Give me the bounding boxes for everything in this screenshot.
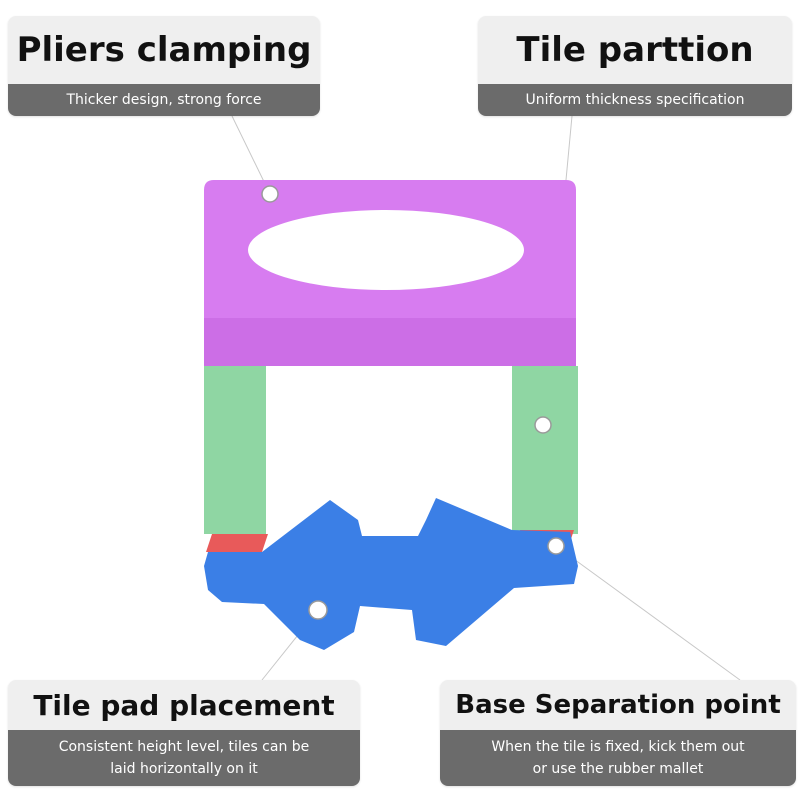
label-pad-desc: Consistent height level, tiles can be la…: [8, 730, 360, 786]
label-pad-desc-line-1: Consistent height level, tiles can be: [58, 739, 310, 755]
label-pliers-desc: Thicker design, strong force: [8, 84, 320, 116]
pliers-clamp-hole: [248, 210, 524, 290]
label-tile-pad-placement: Tile pad placement Consistent height lev…: [8, 680, 360, 786]
marker-pad: [308, 600, 328, 620]
marker-pliers: [261, 185, 279, 203]
partition-leg-left: [204, 366, 266, 534]
partition-leg-right: [512, 366, 578, 534]
label-partition-desc-line: Uniform thickness specification: [525, 92, 745, 108]
tile-spacer-base: [204, 498, 578, 650]
label-pad-title: Tile pad placement: [8, 680, 360, 730]
label-base-title: Base Separation point: [440, 680, 796, 730]
label-base-desc-line-2: or use the rubber mallet: [532, 761, 704, 777]
label-base-separation-point: Base Separation point When the tile is f…: [440, 680, 796, 786]
label-base-desc: When the tile is fixed, kick them out or…: [440, 730, 796, 786]
callout-markers: [261, 185, 565, 620]
marker-partition: [534, 416, 552, 434]
separation-point-left: [206, 534, 268, 552]
label-tile-partition: Tile parttion Uniform thickness specific…: [478, 16, 792, 116]
leader-line-base: [555, 545, 741, 681]
pliers-clamp-band: [204, 318, 576, 366]
label-pliers-desc-line: Thicker design, strong force: [66, 92, 262, 108]
label-base-desc-line-1: When the tile is fixed, kick them out: [491, 739, 745, 755]
label-pad-desc-line-2: laid horizontally on it: [110, 761, 258, 777]
label-partition-desc: Uniform thickness specification: [478, 84, 792, 116]
marker-base: [547, 537, 565, 555]
label-pliers-title: Pliers clamping: [8, 16, 320, 84]
label-partition-title: Tile parttion: [478, 16, 792, 84]
label-pliers-clamping: Pliers clamping Thicker design, strong f…: [8, 16, 320, 116]
